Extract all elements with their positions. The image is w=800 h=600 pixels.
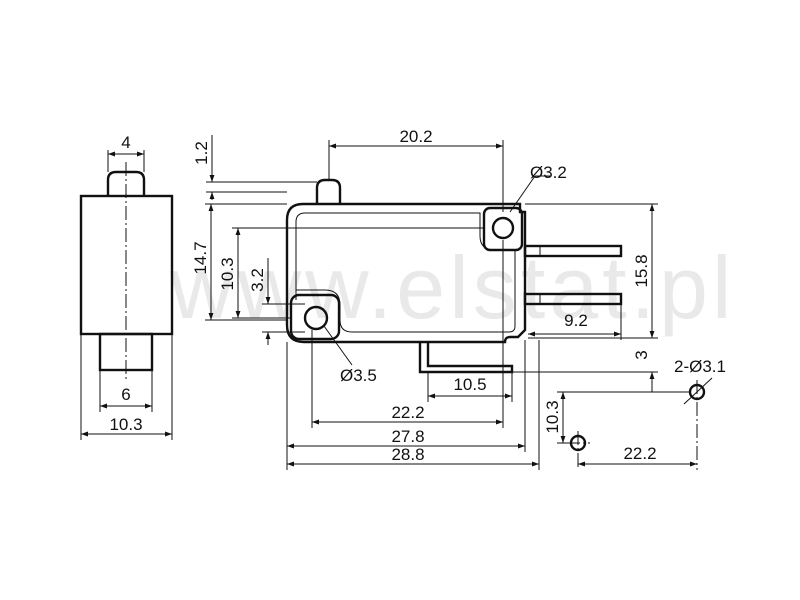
dim-lower-hole-offset: 3.2 [248, 268, 267, 292]
dim-hole-spacing-vertical: 10.3 [218, 257, 237, 290]
dim-mount-horizontal: 22.2 [623, 444, 656, 463]
dim-side-plunger-width: 4 [121, 133, 130, 152]
side-view [79, 150, 174, 440]
dim-hole-spacing: 22.2 [391, 403, 424, 422]
mounting-pattern [557, 377, 713, 470]
dim-hole-bottom-diameter: Ø3.5 [340, 366, 377, 385]
dim-side-terminal-width: 6 [121, 385, 130, 404]
terminal-upper [523, 244, 623, 258]
dim-terminal-length: 9.2 [564, 311, 588, 330]
plunger [315, 178, 342, 204]
front-dimensions [205, 135, 658, 470]
dim-hole-top-diameter: Ø3.2 [530, 163, 567, 182]
bottom-tab [418, 342, 514, 374]
dim-plunger-to-hole: 20.2 [399, 127, 432, 146]
hole-top [491, 216, 515, 240]
terminal-lower [523, 292, 623, 306]
dim-mount-vertical: 10.3 [543, 400, 562, 433]
dim-plunger-height: 1.2 [192, 141, 211, 165]
dim-body-height-right: 15.8 [632, 254, 651, 287]
housing [285, 202, 527, 344]
front-view [285, 178, 623, 374]
hole-bottom-frame [289, 293, 341, 341]
dim-body-length: 27.8 [391, 427, 424, 446]
dim-mount-holes: 2-Ø3.1 [674, 357, 726, 376]
dimension-labels: 4 6 10.3 1.2 20.2 Ø3.2 14.7 10.3 3.2 15.… [109, 127, 726, 464]
hole-bottom [303, 305, 329, 331]
dim-tab-width: 10.5 [453, 375, 486, 394]
dim-terminal-offset: 3 [632, 350, 651, 359]
dim-side-body-width: 10.3 [109, 415, 142, 434]
dim-overall-length: 28.8 [391, 445, 424, 464]
dim-body-height-left: 14.7 [191, 241, 210, 274]
